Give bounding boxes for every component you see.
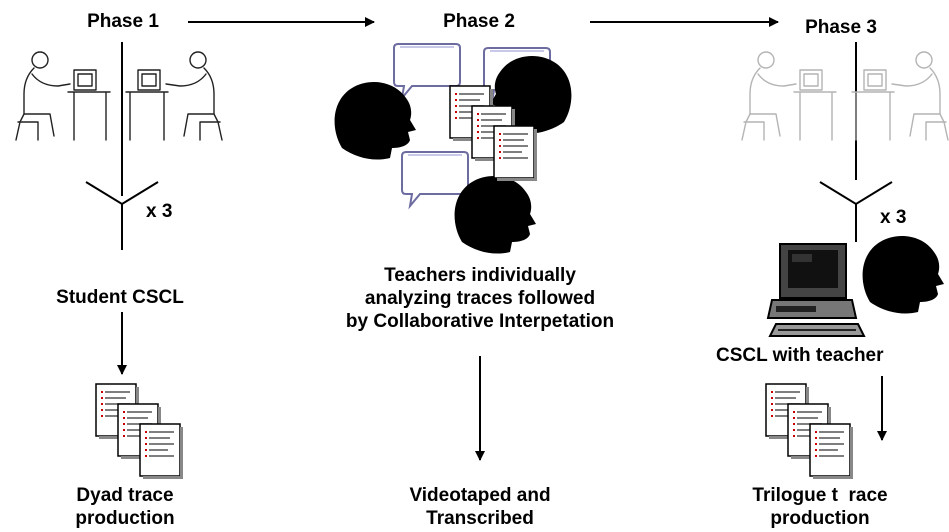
document-stack-icon: [766, 384, 853, 479]
head-silhouette-icon: [862, 236, 944, 314]
phase1-title: Phase 1: [87, 11, 159, 32]
phase3-output-line2: production: [770, 508, 870, 529]
phase2-activity-line3: by Collaborative Interpetation: [345, 311, 615, 332]
phase2-title: Phase 2: [443, 11, 515, 32]
phase3-merge-fork: [819, 181, 893, 242]
phase2-activity-line1: Teachers individually: [384, 265, 576, 286]
phase1-merge-fork: [85, 181, 159, 250]
phase2-activity-line2: analyzing traces followed: [364, 288, 596, 309]
phase3-output: Trilogue t race production: [720, 484, 920, 530]
phase1-output-line2: production: [75, 508, 175, 529]
phase2-activity: Teachers individually analyzing traces f…: [280, 264, 680, 333]
head-silhouette-icon: [454, 176, 536, 254]
phase3-multiplier: x 3: [880, 207, 907, 228]
phase3-output-line1: Trilogue t race: [752, 485, 888, 506]
phase1-activity: Student CSCL: [56, 287, 184, 308]
phase2-output-line1: Videotaped and: [409, 485, 551, 506]
phase1-output-line1: Dyad trace: [76, 485, 174, 506]
document-stack-icon: [96, 384, 183, 479]
phase3-activity: CSCL with teacher: [716, 345, 884, 366]
phase1-output: Dyad trace production: [30, 484, 220, 530]
phase2-output-line2: Transcribed: [426, 508, 534, 529]
phase1-multiplier: x 3: [146, 201, 173, 222]
people-at-computers-icon: [15, 51, 223, 141]
phase3-title: Phase 3: [805, 17, 877, 38]
computer-icon: [767, 243, 865, 337]
people-at-computers-icon: [741, 51, 949, 141]
phase2-output: Videotaped and Transcribed: [370, 484, 590, 530]
